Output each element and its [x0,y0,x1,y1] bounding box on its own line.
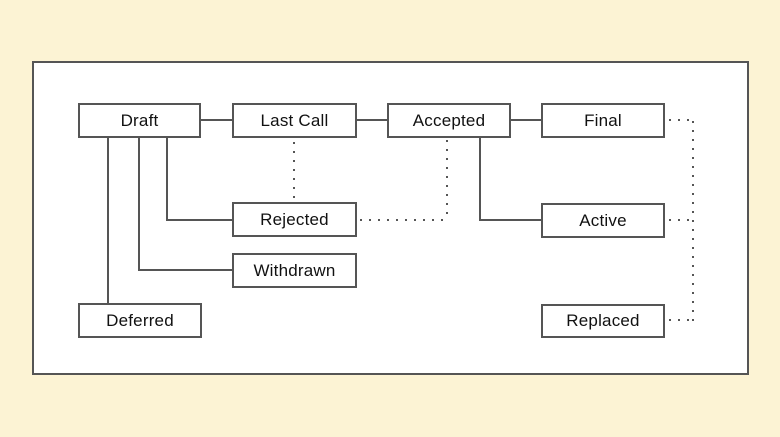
edge-final-right-dotted [669,119,694,121]
node-last-call: Last Call [232,103,357,138]
node-draft: Draft [78,103,201,138]
edge-last-call-accepted [357,119,387,121]
edge-accepted-active-h [479,219,541,221]
node-rejected: Rejected [232,202,357,237]
edge-last-call-rejected-dotted [293,142,295,202]
edge-draft-rejected-h [166,219,232,221]
edge-rejected-accepted-dotted-v [446,140,448,220]
edge-draft-last-call [201,119,232,121]
node-accepted: Accepted [387,103,511,138]
edge-draft-rejected-v [166,137,168,221]
edge-active-right-dotted [669,219,694,221]
edge-draft-withdrawn-h [138,269,232,271]
edge-final-replaced-dotted-v [692,121,694,321]
node-replaced: Replaced [541,304,665,338]
edge-draft-deferred [107,137,109,303]
edge-replaced-right-dotted [669,319,694,321]
node-deferred: Deferred [78,303,202,338]
node-final: Final [541,103,665,138]
edge-accepted-final [511,119,541,121]
edge-draft-withdrawn-v [138,137,140,271]
edge-accepted-active-v [479,137,481,221]
node-withdrawn: Withdrawn [232,253,357,288]
node-active: Active [541,203,665,238]
edge-rejected-accepted-dotted-h [360,219,448,221]
